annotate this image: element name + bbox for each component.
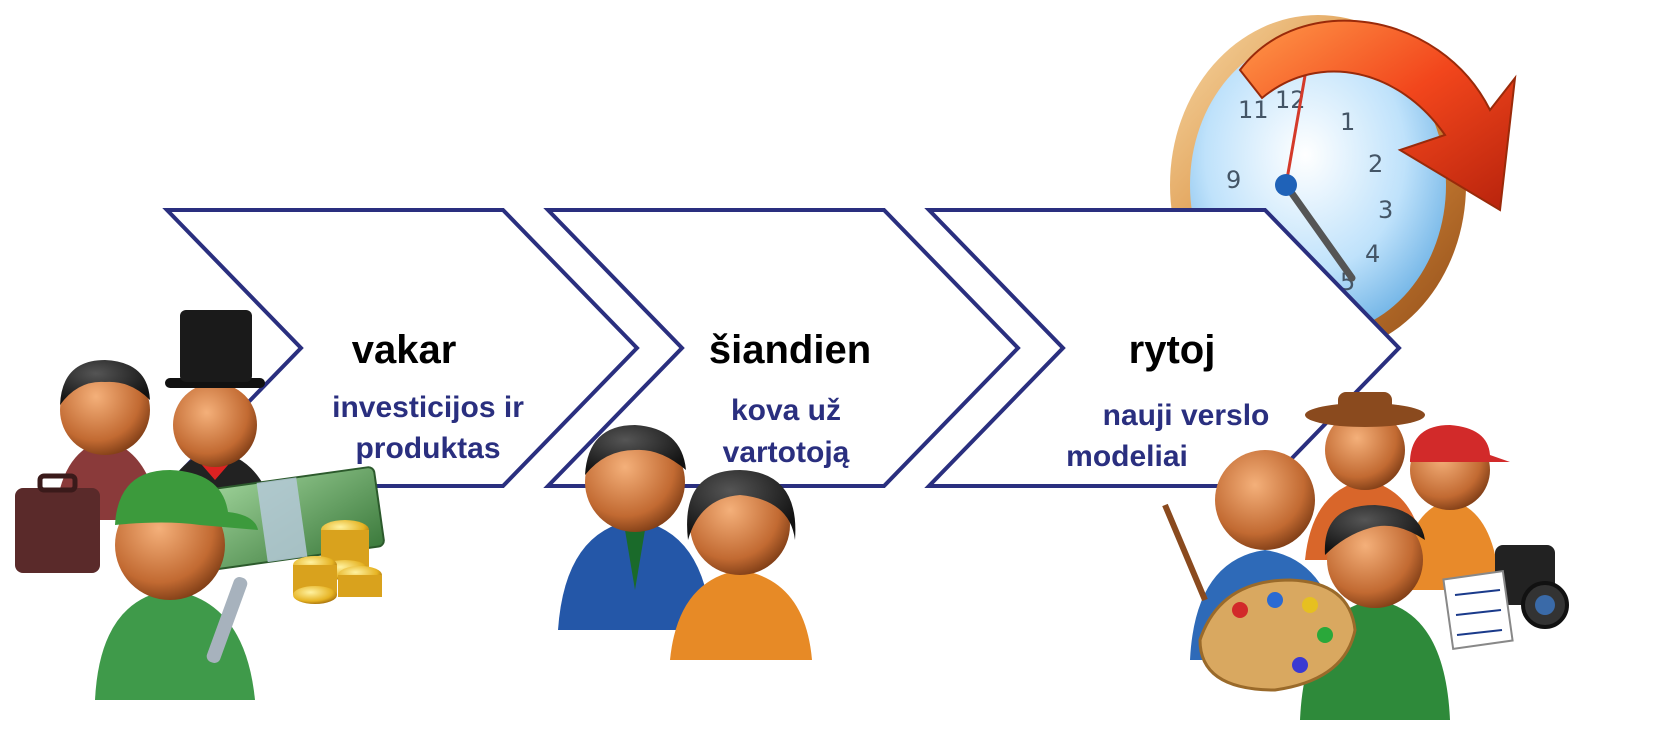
chevron-vakar (162, 208, 640, 488)
clock-number: 11 (1238, 96, 1269, 124)
chevron-siandien (543, 208, 1021, 488)
stage-subtitle-siandien-line2: vartotoją (723, 436, 850, 469)
stage-title-siandien: šiandien (709, 328, 871, 372)
stage-title-rytoj: rytoj (1129, 328, 1216, 372)
creative-people-group-icon (1162, 392, 1569, 720)
stage-subtitle-vakar-line2: produktas (355, 432, 500, 465)
clock-number: 2 (1368, 150, 1383, 178)
businessmen-money-worker-icon (15, 310, 385, 700)
consumers-couple-icon (558, 425, 812, 660)
clock-number: 9 (1226, 166, 1241, 194)
stage-title-vakar: vakar (352, 328, 457, 372)
clock-number: 4 (1365, 240, 1380, 268)
clock-number: 3 (1378, 196, 1393, 224)
stage-subtitle-siandien-line1: kova už (731, 394, 841, 427)
stage-subtitle-vakar-line1: investicijos ir (332, 391, 524, 424)
clock-numbers: 11 12 1 2 3 4 5 9 (1226, 86, 1393, 296)
stage-subtitle-rytoj-line2: modeliai (1066, 440, 1188, 473)
stage-subtitle-rytoj-line1: nauji verslo (1103, 399, 1270, 432)
clock-number: 1 (1340, 108, 1355, 136)
